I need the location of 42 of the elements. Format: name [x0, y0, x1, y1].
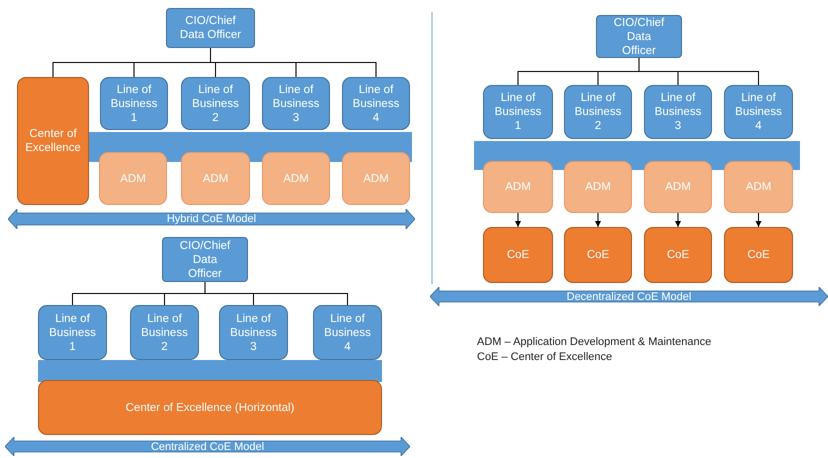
double-arrow-banner: Decentralized CoE Model [430, 287, 828, 306]
adm-box: ADM [181, 152, 250, 205]
arrow [675, 212, 681, 228]
business-unit-box: Line of Business 2 [130, 305, 199, 360]
org-line [204, 282, 348, 306]
business-unit-box: Line of Business 1 [100, 77, 168, 130]
org-line [638, 58, 759, 86]
business-unit-box: Line of Business 4 [724, 85, 793, 139]
business-unit-box: Line of Business 3 [219, 305, 288, 360]
center-of-excellence-box: CoE [483, 227, 553, 283]
business-unit-box: Line of Business 1 [38, 305, 107, 360]
adm-box: ADM [564, 161, 632, 213]
connector-bar [38, 360, 382, 382]
business-unit-box: Line of Business 2 [564, 85, 632, 139]
executive-box: CIO/Chief Data Officer [166, 8, 255, 48]
business-unit-box: Line of Business 4 [313, 305, 382, 360]
center-of-excellence-box: Center of Excellence [17, 77, 89, 205]
arrow [595, 212, 601, 228]
double-arrow-banner: Centralized CoE Model [5, 437, 410, 456]
adm-box: ADM [342, 152, 410, 205]
arrow [756, 212, 762, 228]
adm-box: ADM [644, 161, 712, 213]
adm-box: ADM [99, 152, 167, 205]
executive-box: CIO/Chief Data Officer [596, 15, 682, 58]
center-of-excellence-box: Center of Excellence (Horizontal) [38, 380, 382, 435]
double-arrow-banner: Hybrid CoE Model [8, 209, 415, 229]
business-unit-box: Line of Business 3 [644, 85, 712, 139]
business-unit-box: Line of Business 4 [342, 77, 410, 130]
adm-box: ADM [262, 152, 330, 205]
adm-box: ADM [483, 161, 553, 213]
center-of-excellence-box: CoE [724, 227, 793, 283]
business-unit-box: Line of Business 2 [181, 77, 250, 130]
abbreviation-note: ADM – Application Development & Maintenance [477, 336, 712, 348]
executive-box: CIO/Chief Data Officer [162, 237, 248, 282]
org-line [210, 48, 376, 78]
abbreviation-note: CoE – Center of Excellence [477, 351, 612, 363]
center-of-excellence-box: CoE [644, 227, 712, 283]
adm-box: ADM [724, 161, 793, 213]
center-of-excellence-box: CoE [564, 227, 632, 283]
arrow [515, 212, 521, 228]
business-unit-box: Line of Business 3 [262, 77, 330, 130]
business-unit-box: Line of Business 1 [483, 85, 553, 139]
